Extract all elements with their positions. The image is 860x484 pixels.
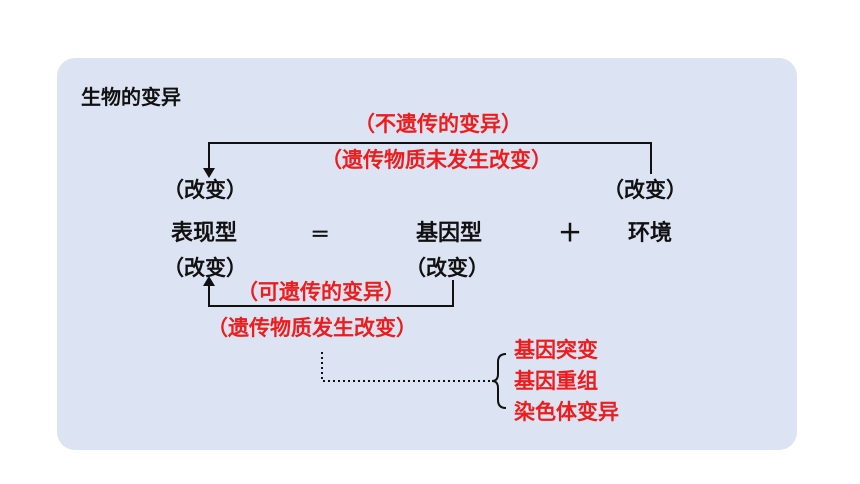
environment: 环境 [628,221,673,246]
genotype: 基因型 [416,221,483,246]
non-heritable-reason: （遗传物质未发生改变） [321,148,552,172]
environment-change: （改变） [603,178,687,202]
source-chromosomal-variation: 染色体变异 [514,400,619,424]
bottom-arrowhead [203,276,215,286]
source-gene-mutation: 基因突变 [514,338,598,362]
genotype-change: （改变） [405,256,489,280]
bottom-connector [208,280,454,307]
plus-sign: ＋ [558,219,582,247]
phenotype-change-bottom: （改变） [163,256,247,280]
dotted-connector [321,352,492,382]
curly-brace [491,353,507,409]
top-arrowhead [203,168,215,178]
non-heritable-label: （不遗传的变异） [354,112,522,136]
diagram-panel [57,58,797,450]
phenotype: 表现型 [171,221,238,246]
heritable-reason: （遗传物质发生改变） [207,316,417,340]
source-gene-recombination: 基因重组 [514,369,598,393]
phenotype-change-top: （改变） [163,178,247,202]
equals-sign: ═ [313,220,328,248]
diagram-title: 生物的变异 [81,85,181,109]
heritable-label: （可遗传的变异） [237,280,405,304]
top-connector [208,142,652,174]
